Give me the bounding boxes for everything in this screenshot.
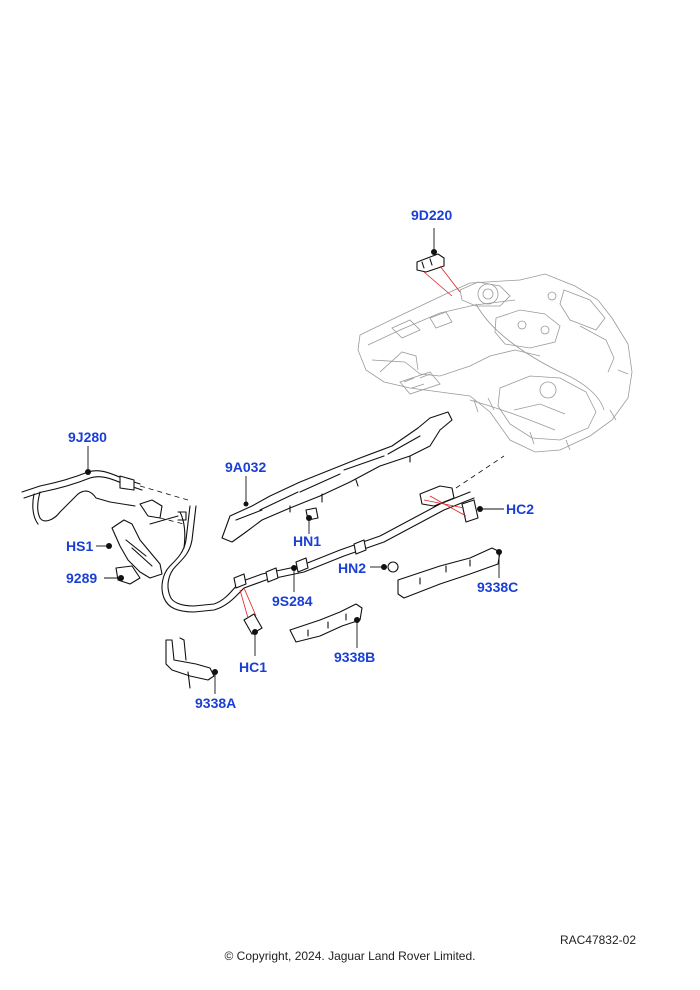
callout-9289[interactable]: 9289 xyxy=(66,570,97,586)
callout-9D220[interactable]: 9D220 xyxy=(411,207,452,223)
hose-9J280 xyxy=(21,446,189,525)
callout-9S284[interactable]: 9S284 xyxy=(272,593,313,609)
bracket-9338C xyxy=(370,547,502,599)
callout-9A032[interactable]: 9A032 xyxy=(225,459,266,475)
bracket-9338A xyxy=(165,637,218,694)
filler-neck-9289 xyxy=(96,511,187,585)
callout-9J280[interactable]: 9J280 xyxy=(68,429,107,445)
bracket-9D220 xyxy=(416,228,461,297)
clip-HC1 xyxy=(239,587,263,656)
callout-HN2[interactable]: HN2 xyxy=(338,560,366,576)
callout-HN1[interactable]: HN1 xyxy=(293,533,321,549)
callout-HC2[interactable]: HC2 xyxy=(506,501,534,517)
heat-shield-9A032 xyxy=(221,411,453,543)
fuel-tank-outline xyxy=(357,273,633,453)
copyright-notice: © Copyright, 2024. Jaguar Land Rover Lim… xyxy=(224,949,476,963)
callout-HS1[interactable]: HS1 xyxy=(66,538,93,554)
fuel-lines-9S284 xyxy=(161,455,505,613)
clip-HC2 xyxy=(423,495,504,523)
callout-9338A[interactable]: 9338A xyxy=(195,695,236,711)
callout-9338C[interactable]: 9338C xyxy=(477,579,518,595)
callout-9338B[interactable]: 9338B xyxy=(334,649,375,665)
callout-HC1[interactable]: HC1 xyxy=(239,659,267,675)
callout-labels: 9D220 9J280 9A032 HN1 HC2 HS1 9289 HN2 9… xyxy=(66,207,534,711)
diagram-reference-number: RAC47832-02 xyxy=(559,933,636,947)
bracket-9338B xyxy=(289,603,363,648)
